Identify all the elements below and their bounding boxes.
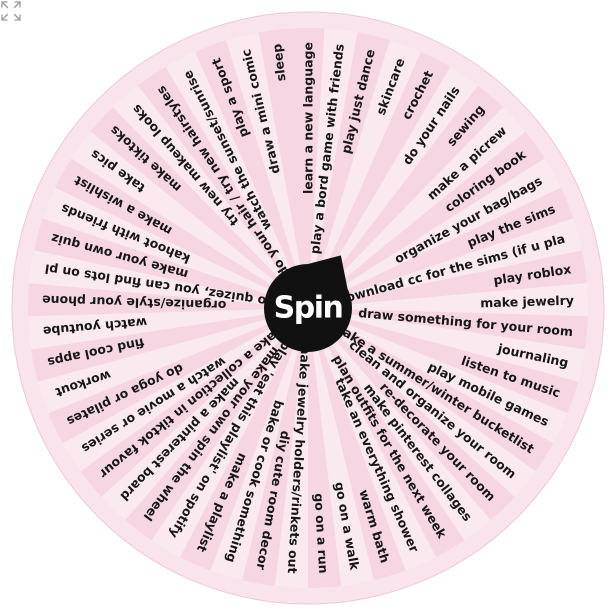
wheel-segments [27, 27, 589, 588]
wheel-segment [308, 107, 526, 308]
hub-circle [264, 264, 352, 352]
wheel-entry-label: go on a run [312, 493, 332, 574]
spin-button[interactable]: Spin [264, 255, 352, 352]
fullscreen-button[interactable] [0, 0, 22, 22]
wheel-entry-label: organize/style your phone [42, 293, 227, 313]
wheel-segment [48, 308, 308, 444]
wheel-segment [242, 308, 308, 587]
wheel-segment [308, 308, 515, 521]
wheel-segment [42, 187, 308, 308]
wheel-segment [308, 308, 342, 588]
wheel-segment [308, 85, 504, 308]
wheel-segment [101, 308, 308, 521]
wheel-segment [308, 308, 585, 382]
wheel-segment [308, 131, 545, 308]
wheel-segment [308, 250, 587, 308]
wheel-segment [308, 283, 589, 317]
wheel-segment [37, 308, 309, 414]
wheel-segment [308, 308, 554, 472]
wheel-segment [55, 158, 308, 308]
wheel-segment [258, 28, 308, 309]
expand-icon [1, 1, 21, 21]
wheel-segment [29, 250, 309, 308]
wheel-segment [308, 218, 582, 308]
wheel-segment [62, 308, 308, 472]
wheel-entry-label: sleep [269, 43, 288, 82]
wheel-segment [308, 308, 568, 444]
wheel-segment [308, 308, 465, 558]
wheel-segment [308, 32, 390, 309]
wheel-segment [308, 308, 406, 581]
wheel-segment [71, 131, 308, 308]
wheel-segment [308, 308, 374, 587]
wheel-segment [195, 40, 308, 309]
wheel-segment [308, 308, 588, 350]
wheel-segment [90, 107, 308, 308]
wheel-segment [151, 308, 308, 558]
wheel-segment [308, 28, 358, 309]
wheel-segment [180, 308, 308, 571]
wheel-segment [112, 85, 308, 308]
wheel-segment [308, 308, 436, 571]
wheel-segment [31, 308, 308, 382]
wheel-segment [27, 283, 308, 317]
wheel-segment [308, 308, 579, 414]
wheel-segment [226, 32, 308, 309]
wheel-segment [28, 308, 309, 350]
wheel-segment [80, 308, 308, 497]
wheel-segment [210, 308, 308, 581]
wheel-segment [308, 51, 451, 308]
wheel-segment [308, 158, 561, 308]
wheel-segment [165, 51, 308, 308]
wheel-segment [274, 308, 308, 588]
wheel-segment [308, 308, 491, 541]
wheel-segment [34, 218, 308, 308]
wheel-segment [308, 308, 536, 497]
wheel-segment [291, 27, 325, 309]
wheel-segment [308, 187, 574, 308]
spin-label[interactable]: Spin [274, 291, 344, 326]
wheel-entry-label: make jewelry [480, 293, 574, 311]
wheel-segment [125, 308, 309, 541]
wheel-segment [308, 40, 421, 309]
wheel-segment [138, 66, 308, 308]
wheel-entry-label: learn a new language [301, 42, 316, 194]
wheel-segment [308, 66, 478, 308]
